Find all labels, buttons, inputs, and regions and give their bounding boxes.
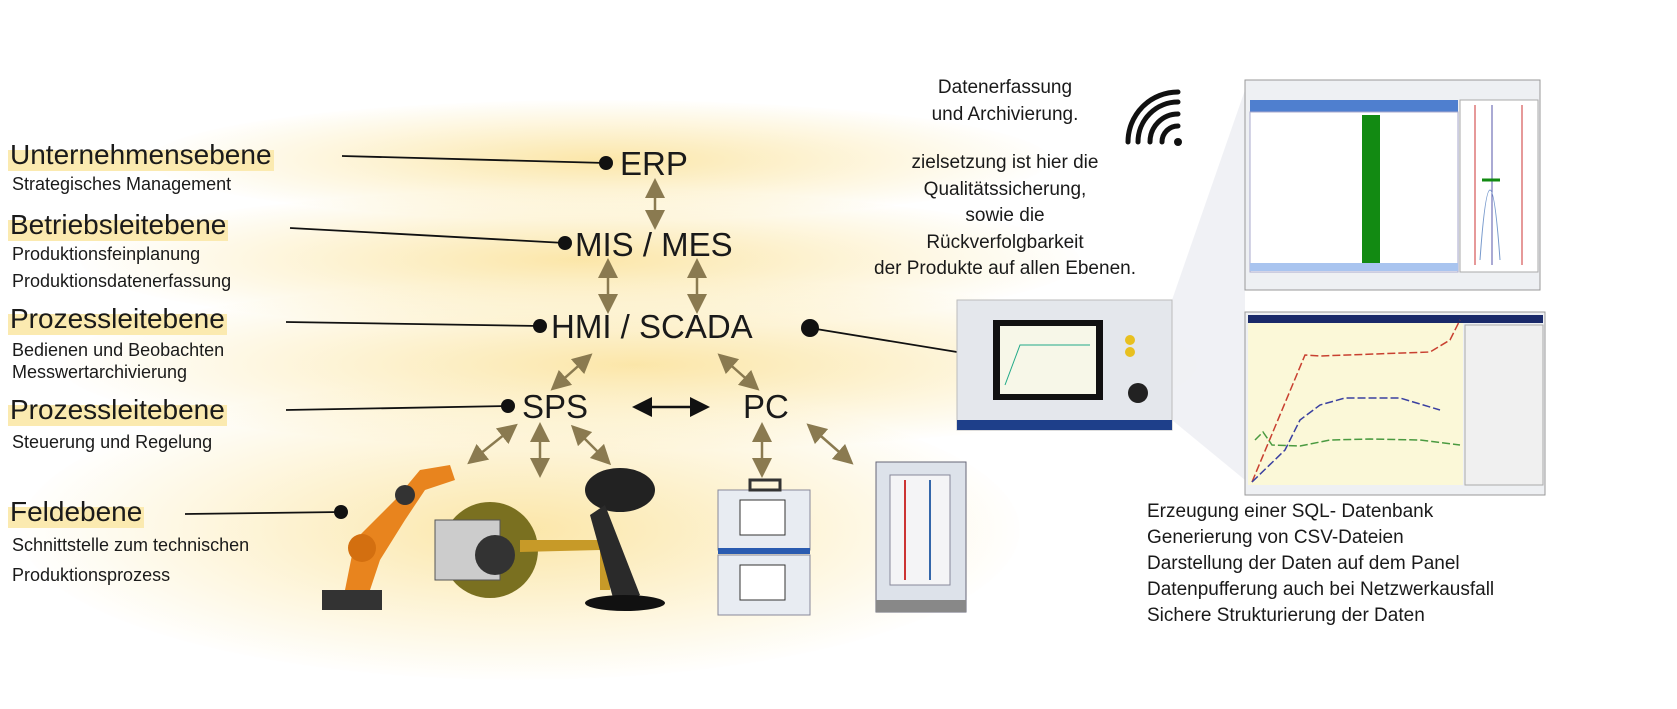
heading-line: und Archivierung.	[931, 104, 1079, 125]
feature-item: Generierung von CSV-Dateien	[1147, 527, 1404, 548]
measurement-chart-screenshot	[1244, 311, 1546, 496]
pc-device-image	[717, 478, 811, 616]
node-hmi-scada: HMI / SCADA	[551, 308, 753, 345]
goal-line: zielsetzung ist hier die	[911, 152, 1099, 173]
level-desc: Strategisches Management	[12, 174, 232, 194]
barcode-scanner-image	[585, 468, 665, 611]
connector-lines	[184, 155, 958, 515]
level-desc: Messwertarchivierung	[12, 362, 188, 382]
feature-item: Darstellung der Daten auf dem Panel	[1147, 553, 1460, 574]
goal-line: der Produkte auf allen Ebenen.	[874, 258, 1136, 279]
node-dots	[334, 156, 819, 519]
level-title-enterprise: Unternehmensebene	[8, 139, 274, 171]
feature-list: Erzeugung einer SQL- Datenbank Generieru…	[1147, 499, 1494, 629]
level-desc: Bedienen und Beobachten	[12, 340, 225, 360]
industrial-robot-image	[322, 465, 455, 610]
wifi-icon	[1125, 89, 1182, 146]
level-title-process-hmi: Prozessleitebene	[8, 303, 227, 335]
level-desc: Produktionsdatenerfassung	[12, 271, 232, 291]
flow-arrows	[467, 178, 854, 478]
level-title-field: Feldebene	[8, 496, 145, 528]
hmi-panel-image	[956, 90, 1245, 480]
node-sps: SPS	[522, 388, 589, 425]
feature-item: Erzeugung einer SQL- Datenbank	[1147, 501, 1434, 522]
node-pc: PC	[743, 388, 789, 425]
feature-item: Sichere Strukturierung der Daten	[1147, 605, 1425, 626]
goal-line: Qualitätssicherung,	[923, 178, 1087, 200]
feature-item: Datenpufferung auch bei Netzwerkausfall	[1147, 579, 1495, 600]
goal-line: sowie die	[965, 205, 1045, 226]
level-title-process-control: Prozessleitebene	[8, 394, 227, 426]
data-acquisition-heading: Datenerfassung und Archivierung.	[875, 74, 1135, 128]
welding-gun-image	[434, 502, 610, 598]
goal-text: zielsetzung ist hier die Qualitätssicher…	[840, 150, 1170, 283]
machine-cabinet-image	[875, 461, 967, 613]
goal-line: Rückverfolgbarkeit	[926, 231, 1084, 253]
level-desc: Steuerung und Regelung	[12, 432, 213, 452]
heading-line: Datenerfassung	[937, 77, 1073, 98]
node-mis-mes: MIS / MES	[575, 226, 733, 263]
level-desc: Produktionsprozess	[12, 565, 171, 585]
level-desc: Schnittstelle zum technischen	[12, 535, 250, 555]
level-desc: Produktionsfeinplanung	[12, 244, 201, 264]
level-title-operations: Betriebsleitebene	[8, 209, 229, 241]
node-erp: ERP	[620, 145, 688, 182]
data-table-screenshot	[1244, 79, 1541, 291]
